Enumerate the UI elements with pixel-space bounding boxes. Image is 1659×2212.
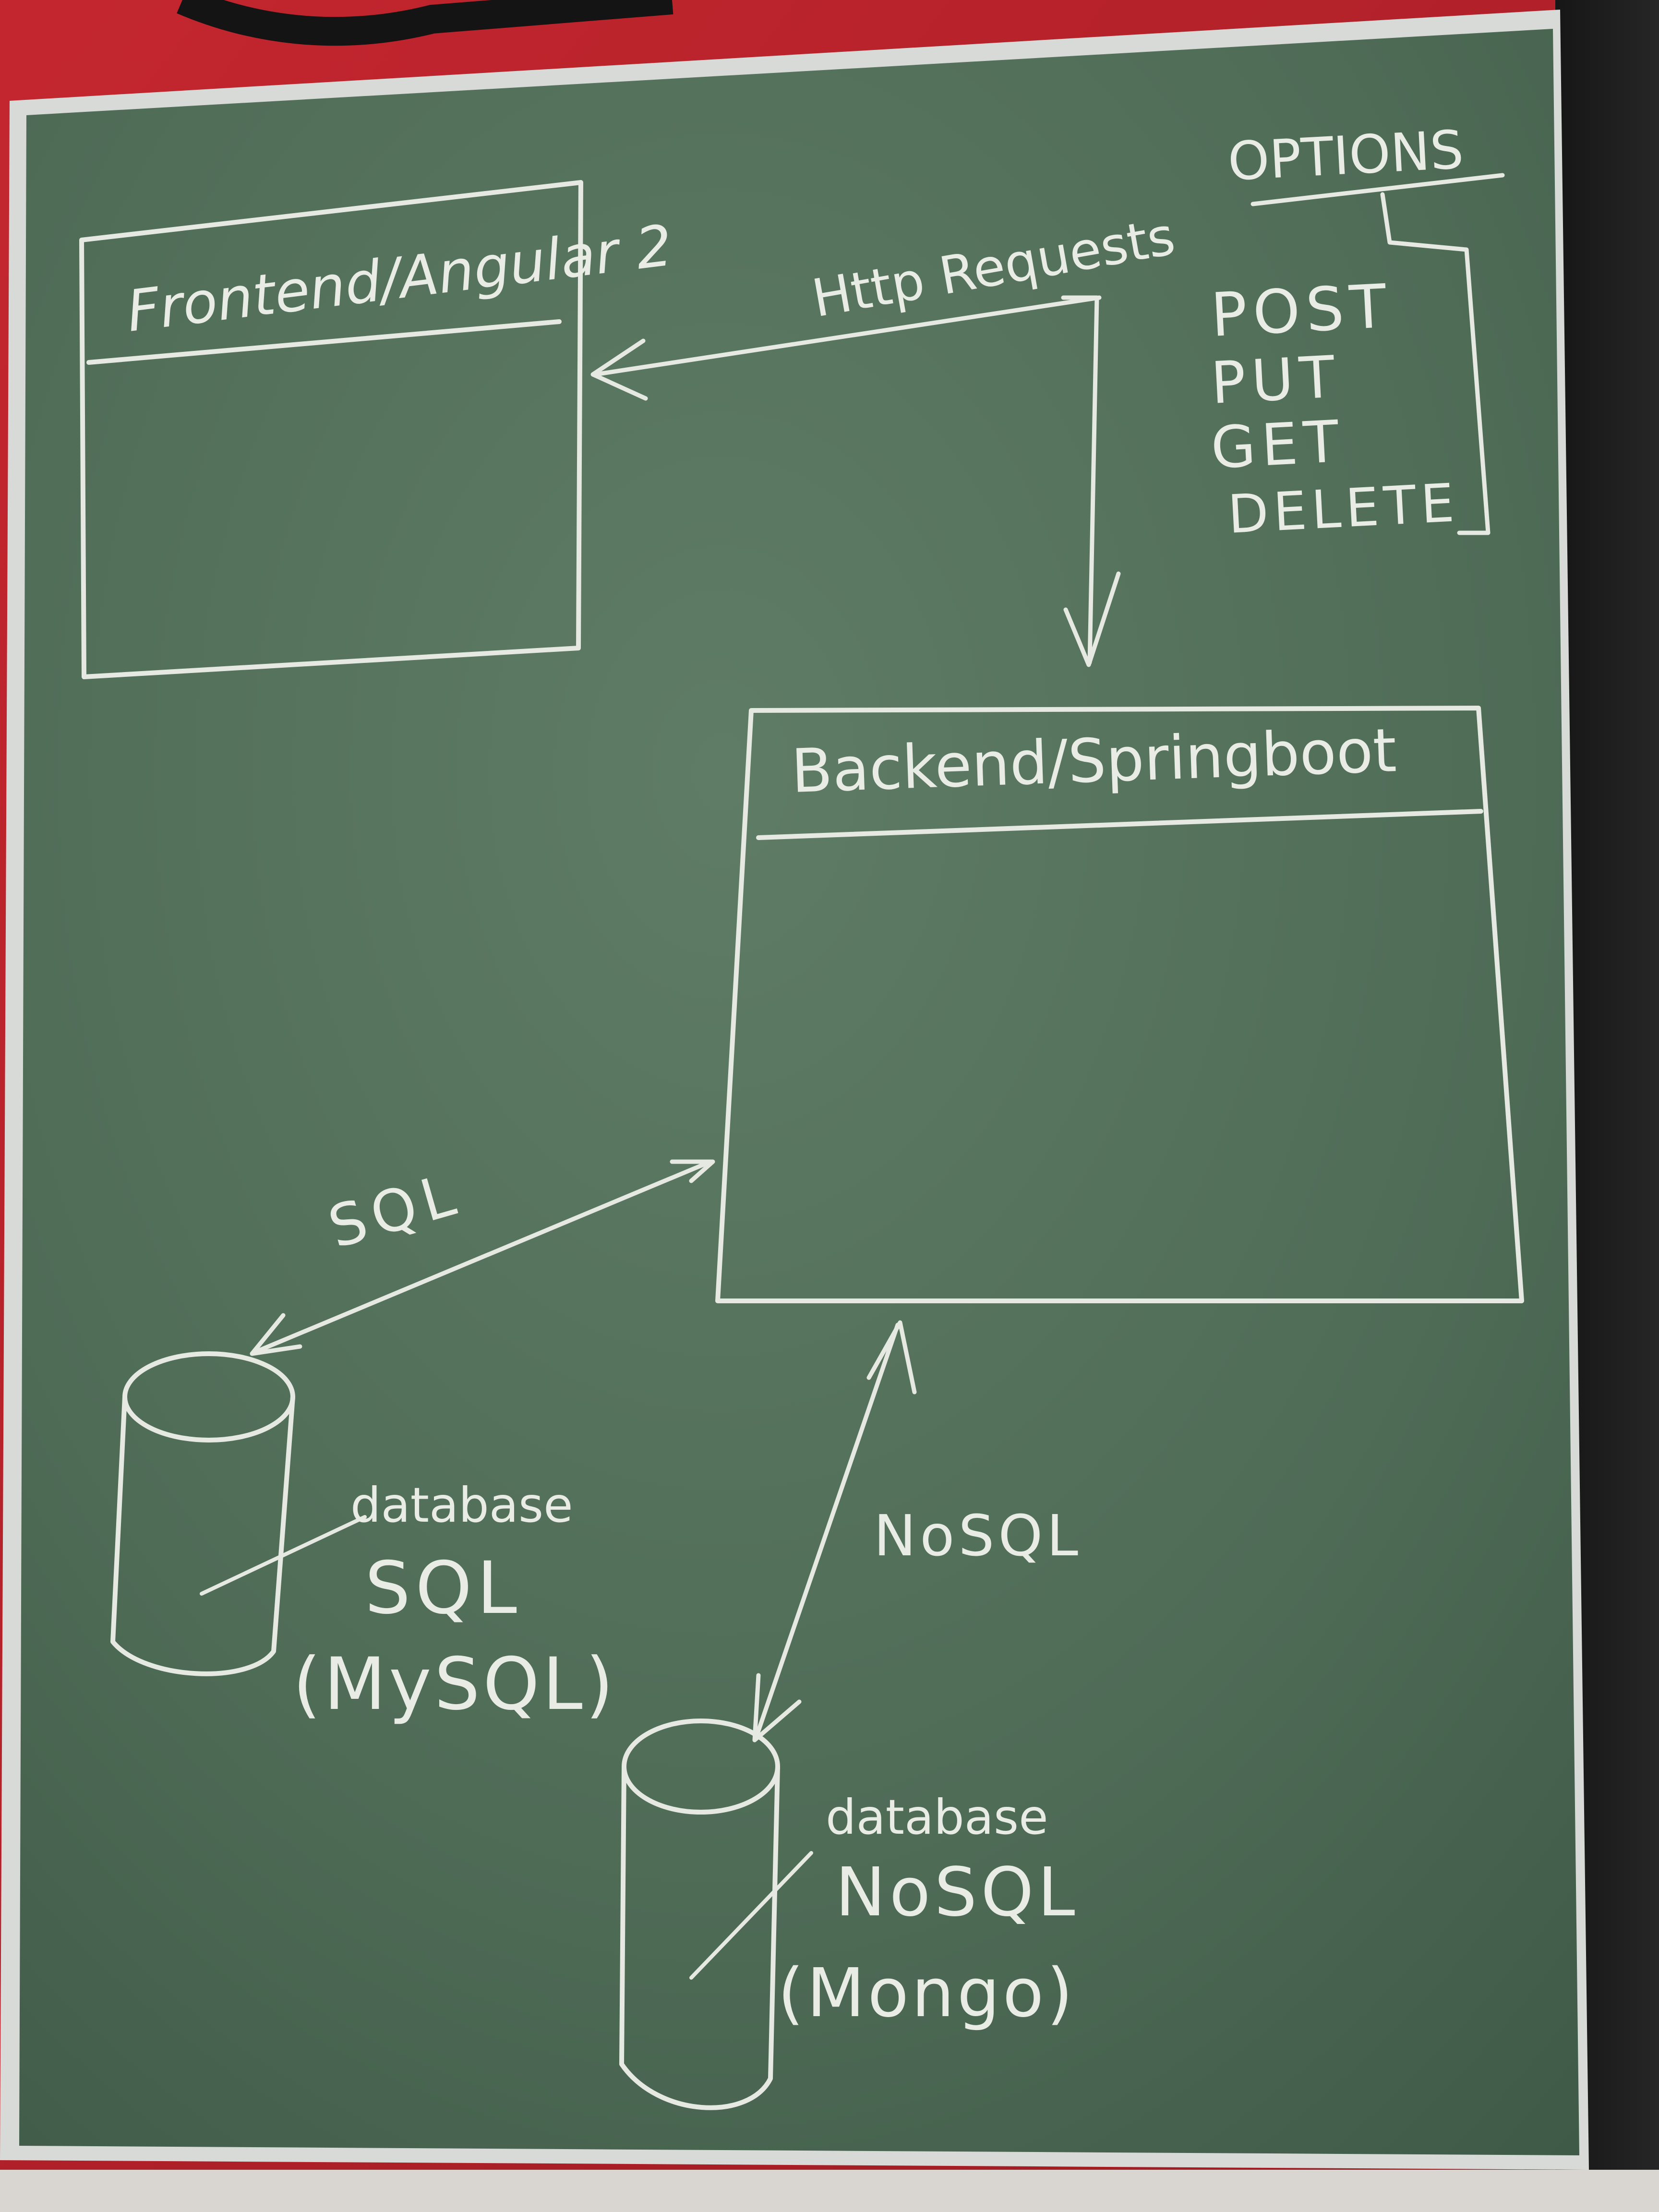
sql-database-line2: SQL [365,1547,522,1630]
nosql-database-cylinder-icon [619,1719,813,2110]
sql-database-cylinder-icon [110,1351,367,1676]
options-title: OPTIONS [1226,119,1465,192]
sql-database-line1: database [350,1477,573,1533]
option-delete: DELETE [1226,472,1461,545]
option-post: POST [1209,271,1394,350]
nosql-database-line3: (Mongo) [778,1954,1076,2032]
nosql-edge: NoSQL [752,1320,1082,1743]
sql-database-line3: (MySQL) [293,1643,616,1726]
options-list: OPTIONS POST PUT GET DELETE [1209,119,1505,545]
nosql-edge-label: NoSQL [874,1503,1082,1569]
option-put: PUT [1209,344,1342,417]
sql-database: database SQL (MySQL) [110,1351,616,1726]
option-get: GET [1209,409,1346,482]
nosql-database-line1: database [826,1789,1048,1845]
bottom-white-strip [0,2170,1659,2212]
dark-cable [177,0,673,46]
nosql-database-line2: NoSQL [835,1853,1079,1932]
nosql-database: database NoSQL (Mongo) [619,1719,1079,2110]
board-surface [19,29,1579,2155]
